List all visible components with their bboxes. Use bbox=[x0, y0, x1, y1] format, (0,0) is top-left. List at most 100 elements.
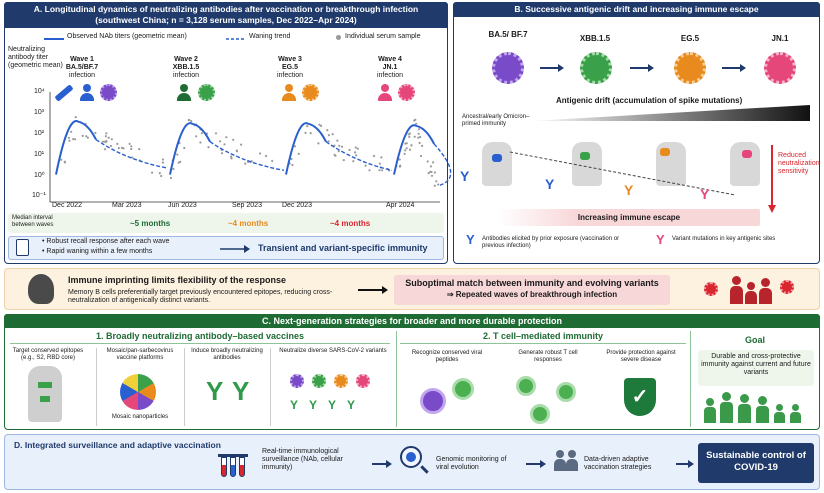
spike-protein-icon bbox=[28, 366, 62, 422]
serum-sample-point bbox=[110, 138, 113, 141]
serum-sample-point bbox=[327, 140, 330, 143]
serum-sample-point bbox=[219, 140, 222, 143]
antibody-icon: Y bbox=[624, 182, 634, 198]
serum-sample-point bbox=[158, 172, 161, 175]
serum-sample-point bbox=[407, 133, 410, 136]
final-goal-box: Sustainable control of COVID-19 bbox=[698, 443, 814, 483]
serum-sample-point bbox=[271, 159, 274, 162]
serum-sample-point bbox=[199, 141, 202, 144]
serum-sample-point bbox=[116, 142, 119, 145]
wave-2-header: Wave 2 XBB.1.5 infection bbox=[172, 56, 200, 79]
c2-divider bbox=[400, 343, 686, 344]
panel-c-title: C. Next-generation strategies for broade… bbox=[4, 314, 820, 328]
serum-sample-point bbox=[378, 162, 381, 165]
serum-sample-point bbox=[74, 116, 77, 119]
serum-sample-point bbox=[230, 157, 233, 160]
spike-protein-icon bbox=[730, 142, 760, 186]
arrow-icon bbox=[676, 460, 694, 468]
serum-sample-point bbox=[265, 154, 268, 158]
serum-sample-point bbox=[85, 135, 88, 138]
c2-item-protection: Provide protection against severe diseas… bbox=[606, 350, 676, 363]
serum-sample-point bbox=[304, 131, 307, 134]
serum-sample-point bbox=[220, 152, 224, 155]
c-divider bbox=[690, 331, 691, 427]
serum-sample-point bbox=[240, 143, 243, 146]
panel-d-title: D. Integrated surveillance and adaptive … bbox=[14, 440, 221, 450]
serum-sample-point bbox=[405, 147, 408, 150]
chart-axes bbox=[49, 92, 440, 203]
serum-sample-point bbox=[200, 132, 203, 135]
serum-sample-point bbox=[429, 165, 432, 168]
c1-divider bbox=[10, 343, 390, 344]
serum-sample-point bbox=[398, 158, 401, 161]
y-tick: 10² bbox=[34, 130, 45, 137]
serum-sample-point bbox=[413, 135, 416, 138]
drift-wedge bbox=[530, 105, 810, 121]
virus-jn1-icon bbox=[398, 84, 415, 101]
virus-ba5-icon bbox=[100, 84, 117, 101]
virus-ba5-icon bbox=[290, 374, 304, 388]
serum-sample-point bbox=[404, 149, 407, 152]
serum-sample-point bbox=[420, 154, 423, 158]
serum-sample-point bbox=[354, 151, 357, 154]
panel-a-title: A. Longitudinal dynamics of neutralizing… bbox=[4, 2, 448, 28]
observed-titer-line bbox=[169, 122, 211, 175]
y-tick: 10⁴ bbox=[34, 88, 45, 95]
serum-sample-point bbox=[437, 183, 440, 186]
interval-1: ~5 months bbox=[130, 219, 171, 228]
serum-sample-point bbox=[336, 139, 339, 142]
legend-waning-line bbox=[226, 38, 246, 40]
serum-sample-point bbox=[399, 164, 402, 167]
serum-sample-point bbox=[151, 171, 154, 174]
variant-eg5: EG.5 bbox=[680, 34, 700, 43]
virus-jn1-icon bbox=[356, 374, 370, 388]
serum-sample-point bbox=[433, 171, 436, 174]
serum-sample-point bbox=[291, 163, 294, 167]
y-axis-label: Neutralizing antibody titer (geometric m… bbox=[8, 46, 63, 69]
serum-sample-point bbox=[244, 162, 247, 165]
person-icon bbox=[282, 84, 296, 102]
arrow-icon bbox=[630, 64, 654, 72]
serum-sample-point bbox=[187, 119, 190, 122]
serum-sample-point bbox=[104, 135, 107, 138]
serum-sample-point bbox=[340, 145, 344, 148]
serum-sample-point bbox=[354, 146, 357, 149]
arrow-icon bbox=[526, 460, 546, 468]
antibody-icon: Y bbox=[656, 232, 665, 247]
serum-sample-point bbox=[109, 144, 112, 148]
legend-antibodies: Antibodies elicited by prior exposure (v… bbox=[482, 236, 620, 249]
drift-label: Antigenic drift (accumulation of spike m… bbox=[556, 96, 743, 105]
serum-sample-point bbox=[190, 120, 193, 123]
serum-sample-point bbox=[105, 140, 108, 143]
people-icon bbox=[554, 450, 578, 472]
serum-sample-point bbox=[404, 142, 407, 145]
serum-sample-point bbox=[214, 132, 218, 135]
serum-sample-point bbox=[104, 148, 107, 151]
serum-sample-point bbox=[415, 122, 418, 125]
y-tick: 10³ bbox=[34, 109, 45, 116]
variant-xbb: XBB.1.5 bbox=[579, 34, 611, 43]
serum-sample-point bbox=[342, 159, 345, 162]
serum-sample-point bbox=[352, 160, 355, 163]
x-tick: Mar 2023 bbox=[112, 202, 142, 209]
reduced-arrow bbox=[768, 145, 776, 213]
people-group-icon bbox=[704, 392, 810, 426]
legend-samples: Individual serum sample bbox=[345, 33, 421, 40]
serum-sample-point bbox=[81, 134, 84, 137]
c1-title: 1. Broadly neutralizing antibody–based v… bbox=[95, 331, 305, 341]
c1-item-epitopes: Target conserved epitopes (e.g., S2, RBD… bbox=[12, 348, 84, 361]
d-step-surveillance: Real-time immunological surveillance (NA… bbox=[262, 448, 343, 471]
serum-sample-point bbox=[417, 136, 420, 139]
imprint-title: Immune imprinting limits flexibility of … bbox=[68, 275, 287, 285]
serum-sample-point bbox=[381, 169, 384, 172]
arrow-icon bbox=[358, 286, 388, 294]
t-cell-icon bbox=[516, 376, 536, 396]
waning-trend-line bbox=[325, 141, 393, 172]
apc-cell-icon bbox=[420, 388, 446, 414]
virus-xbb-icon bbox=[198, 84, 215, 101]
interval-2: ~4 months bbox=[228, 219, 269, 228]
virus-icon bbox=[704, 282, 718, 296]
serum-sample-point bbox=[326, 129, 329, 132]
serum-sample-point bbox=[364, 164, 367, 167]
arrow-icon bbox=[540, 64, 564, 72]
